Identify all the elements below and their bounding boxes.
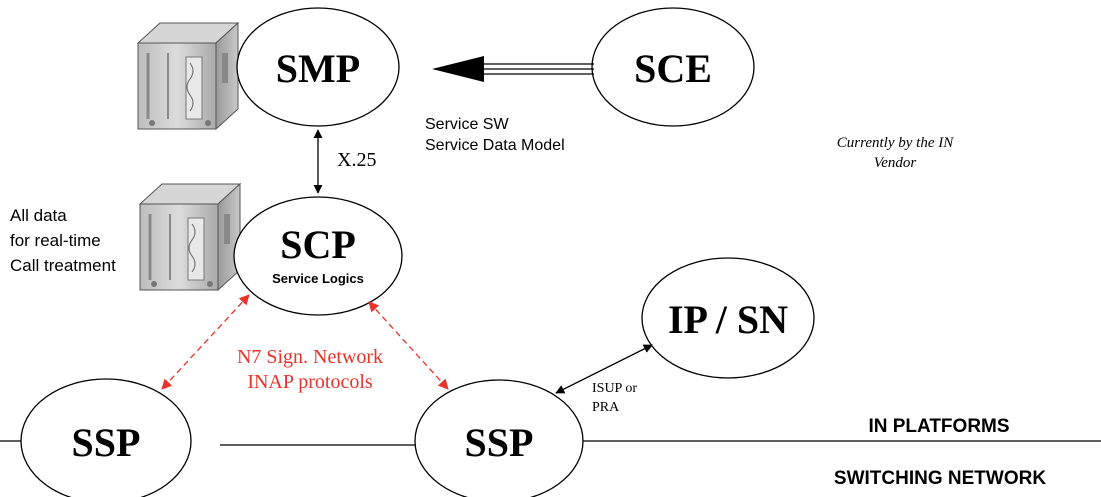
- scp-label: SCP: [280, 222, 356, 267]
- vendor-label-line2: Vendor: [874, 155, 917, 171]
- server-icon: [138, 182, 242, 292]
- in-platforms-label: IN PLATFORMS: [868, 416, 1009, 437]
- ipsn-node: [641, 257, 815, 379]
- n7-label-line2: INAP protocols: [247, 371, 373, 393]
- n7-label-line1: N7 Sign. Network: [237, 346, 383, 368]
- ssp-right-label: SSP: [465, 420, 534, 465]
- sce-label: SCE: [634, 46, 712, 91]
- sce-node: [591, 7, 755, 127]
- switching-network-label: SWITCHING NETWORK: [834, 468, 1046, 489]
- sce-to-smp-arrow: [432, 56, 594, 82]
- scp-node: [233, 196, 403, 316]
- all-data-label-line2: for real-time: [10, 231, 101, 250]
- smp-node: [236, 7, 400, 127]
- ssp-left-node: [20, 378, 192, 497]
- ssp-right-node: [414, 379, 584, 497]
- ssp-left-label: SSP: [72, 420, 141, 465]
- ipsn-label: IP / SN: [668, 297, 788, 342]
- smp-label: SMP: [276, 46, 360, 91]
- isup-label-line2: PRA: [592, 400, 620, 415]
- vendor-label-line1: Currently by the IN: [837, 135, 955, 151]
- n7-link-left-arrow: [161, 294, 250, 390]
- isup-label-line1: ISUP or: [592, 381, 637, 396]
- service-data-model-label: Service Data Model: [425, 137, 565, 154]
- scp-sublabel: Service Logics: [272, 271, 364, 286]
- all-data-label-line3: Call treatment: [10, 256, 116, 275]
- x25-label: X.25: [337, 149, 376, 171]
- isup-link-arrow: [555, 344, 653, 394]
- service-sw-label: Service SW: [425, 116, 509, 133]
- server-icon: [136, 21, 240, 131]
- all-data-label-line1: All data: [10, 206, 67, 225]
